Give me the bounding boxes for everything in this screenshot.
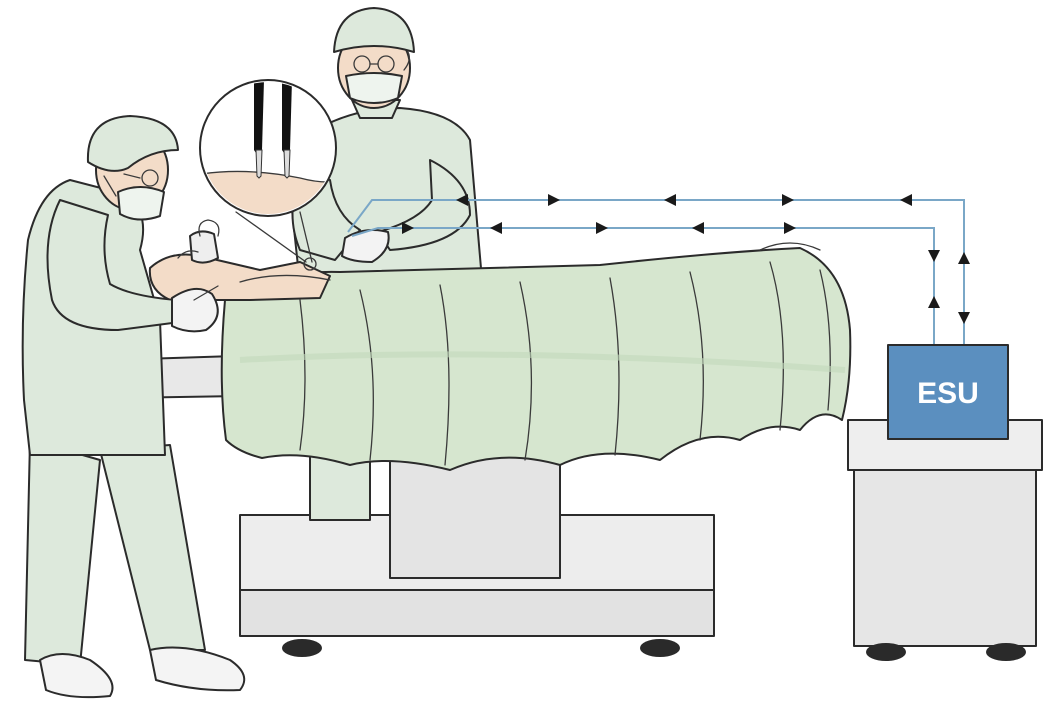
surgeon bbox=[23, 116, 245, 697]
triangle-arrow-icon bbox=[692, 222, 704, 234]
triangle-arrow-icon bbox=[664, 194, 676, 206]
esu-unit: ESU bbox=[888, 345, 1008, 439]
triangle-arrow-icon bbox=[784, 222, 796, 234]
triangle-arrow-icon bbox=[958, 312, 970, 324]
triangle-arrow-icon bbox=[928, 296, 940, 308]
triangle-arrow-icon bbox=[490, 222, 502, 234]
triangle-arrow-icon bbox=[928, 250, 940, 262]
table-caster bbox=[640, 639, 680, 657]
triangle-arrow-icon bbox=[900, 194, 912, 206]
table-caster bbox=[282, 639, 322, 657]
triangle-arrow-icon bbox=[548, 194, 560, 206]
triangle-arrow-icon bbox=[596, 222, 608, 234]
cart-caster bbox=[986, 643, 1026, 661]
esu-cart bbox=[848, 420, 1042, 661]
triangle-arrow-icon bbox=[782, 194, 794, 206]
triangle-arrow-icon bbox=[958, 252, 970, 264]
esu-label: ESU bbox=[917, 377, 979, 410]
cart-caster bbox=[866, 643, 906, 661]
